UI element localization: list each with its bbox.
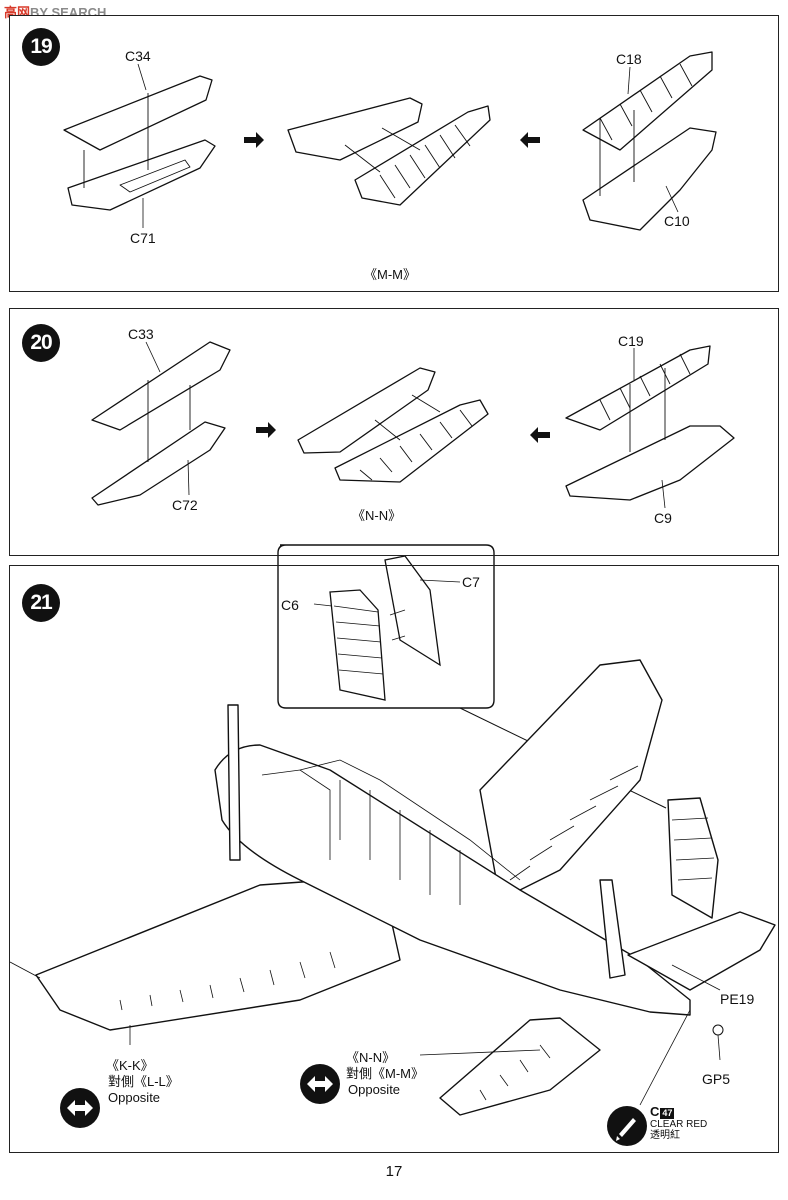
part-label-c6: C6: [281, 597, 299, 613]
double-arrow-icon: [300, 1064, 340, 1104]
opposite-view-label: 《K-K》: [106, 1058, 154, 1073]
step-20-badge: 20: [22, 324, 60, 362]
part-label-c19: C19: [618, 333, 644, 349]
opposite-side-label: 對側《M-M》: [346, 1066, 424, 1081]
part-label-pe19: PE19: [720, 991, 755, 1007]
part-label-c71: C71: [130, 230, 156, 246]
page-number: 17: [385, 1163, 403, 1180]
part-label-gp5: GP5: [702, 1071, 731, 1087]
paint-brush-icon: [607, 1106, 647, 1146]
step-19-caption: 《M-M》: [364, 267, 416, 282]
step-21-badge: 21: [22, 584, 60, 622]
part-label-c34: C34: [125, 48, 151, 64]
paint-code: C: [650, 1104, 660, 1119]
opposite-text: Opposite: [348, 1082, 401, 1097]
part-label-c72: C72: [172, 497, 198, 513]
step-20-panel: [9, 308, 779, 556]
part-label-c9: C9: [654, 510, 672, 526]
part-label-c18: C18: [616, 51, 642, 67]
paint-number: 47: [660, 1108, 675, 1119]
part-label-c33: C33: [128, 326, 154, 342]
step-20-caption: 《N-N》: [352, 508, 402, 523]
part-label-c7: C7: [462, 574, 480, 590]
opposite-view-label: 《N-N》: [346, 1050, 396, 1065]
opposite-text: Opposite: [108, 1090, 161, 1105]
opposite-note-left: 《K-K》 對側《L-L》 Opposite: [106, 1058, 179, 1106]
opposite-side-label: 對側《L-L》: [108, 1074, 179, 1089]
paint-name-cn: 透明紅: [650, 1130, 680, 1141]
opposite-note-right: 《N-N》 對側《M-M》 Opposite: [346, 1050, 424, 1098]
step-21-panel: [9, 565, 779, 1153]
part-label-c10: C10: [664, 213, 690, 229]
paint-name: CLEAR RED: [650, 1119, 708, 1130]
step-19-badge: 19: [22, 28, 60, 66]
double-arrow-icon: [60, 1088, 100, 1128]
